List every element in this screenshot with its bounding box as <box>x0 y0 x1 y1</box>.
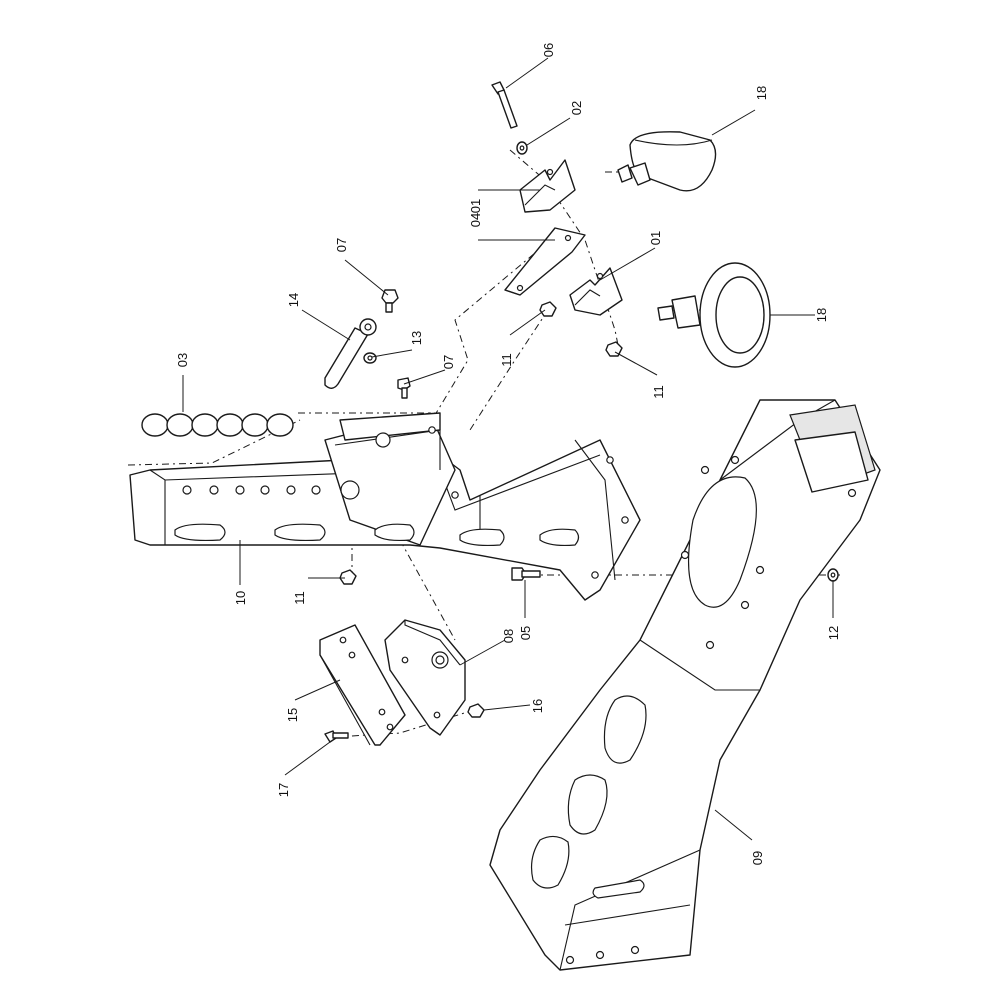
callout-14: 14 <box>286 293 301 307</box>
callout-17: 17 <box>276 783 291 797</box>
part-06-bolt <box>491 81 518 129</box>
part-07-bolts <box>381 289 411 399</box>
part-09-receiver-frame <box>489 399 881 971</box>
part-05-bolt <box>511 567 541 581</box>
callout-18-bottom: 18 <box>814 308 829 322</box>
part-12-washer <box>827 568 839 582</box>
callout-leaders <box>182 57 834 841</box>
callout-09: 09 <box>750 851 765 865</box>
part-08-bracket <box>384 619 466 736</box>
callout-01-bottom: 01 <box>648 231 663 245</box>
callout-08: 08 <box>501 629 516 643</box>
part-02-washer <box>516 141 528 155</box>
part-18-lights <box>617 131 771 368</box>
part-11-nuts <box>339 301 623 585</box>
part-17-screw <box>324 730 349 743</box>
part-10-drawbar <box>129 412 641 601</box>
callout-10: 10 <box>233 591 248 605</box>
callout-15: 15 <box>285 708 300 722</box>
callout-06: 06 <box>541 43 556 57</box>
callout-13: 13 <box>409 331 424 345</box>
callout-labels: 06 02 18 01 04 01 18 07 11 11 14 13 07 0… <box>175 43 841 865</box>
callout-18-top: 18 <box>754 86 769 100</box>
callout-12: 12 <box>826 626 841 640</box>
callout-03: 03 <box>175 353 190 367</box>
part-16-nut <box>467 703 485 718</box>
callout-07-top: 07 <box>334 238 349 252</box>
callout-01-top: 01 <box>468 199 483 213</box>
part-14-pin <box>324 318 377 389</box>
part-01-brackets <box>519 159 623 316</box>
callout-02: 02 <box>569 101 584 115</box>
part-03-cap-plugs <box>141 413 294 437</box>
part-15-plate <box>319 624 406 746</box>
part-13-washer <box>363 352 377 364</box>
callout-16: 16 <box>530 699 545 713</box>
callout-11-mid: 11 <box>499 353 514 367</box>
part-04-angle-bracket <box>504 227 586 296</box>
callout-11-right: 11 <box>651 385 666 399</box>
callout-11-left: 11 <box>292 591 307 605</box>
callout-05: 05 <box>518 626 533 640</box>
callout-07-mid: 07 <box>441 355 456 369</box>
callout-04: 04 <box>468 213 483 227</box>
